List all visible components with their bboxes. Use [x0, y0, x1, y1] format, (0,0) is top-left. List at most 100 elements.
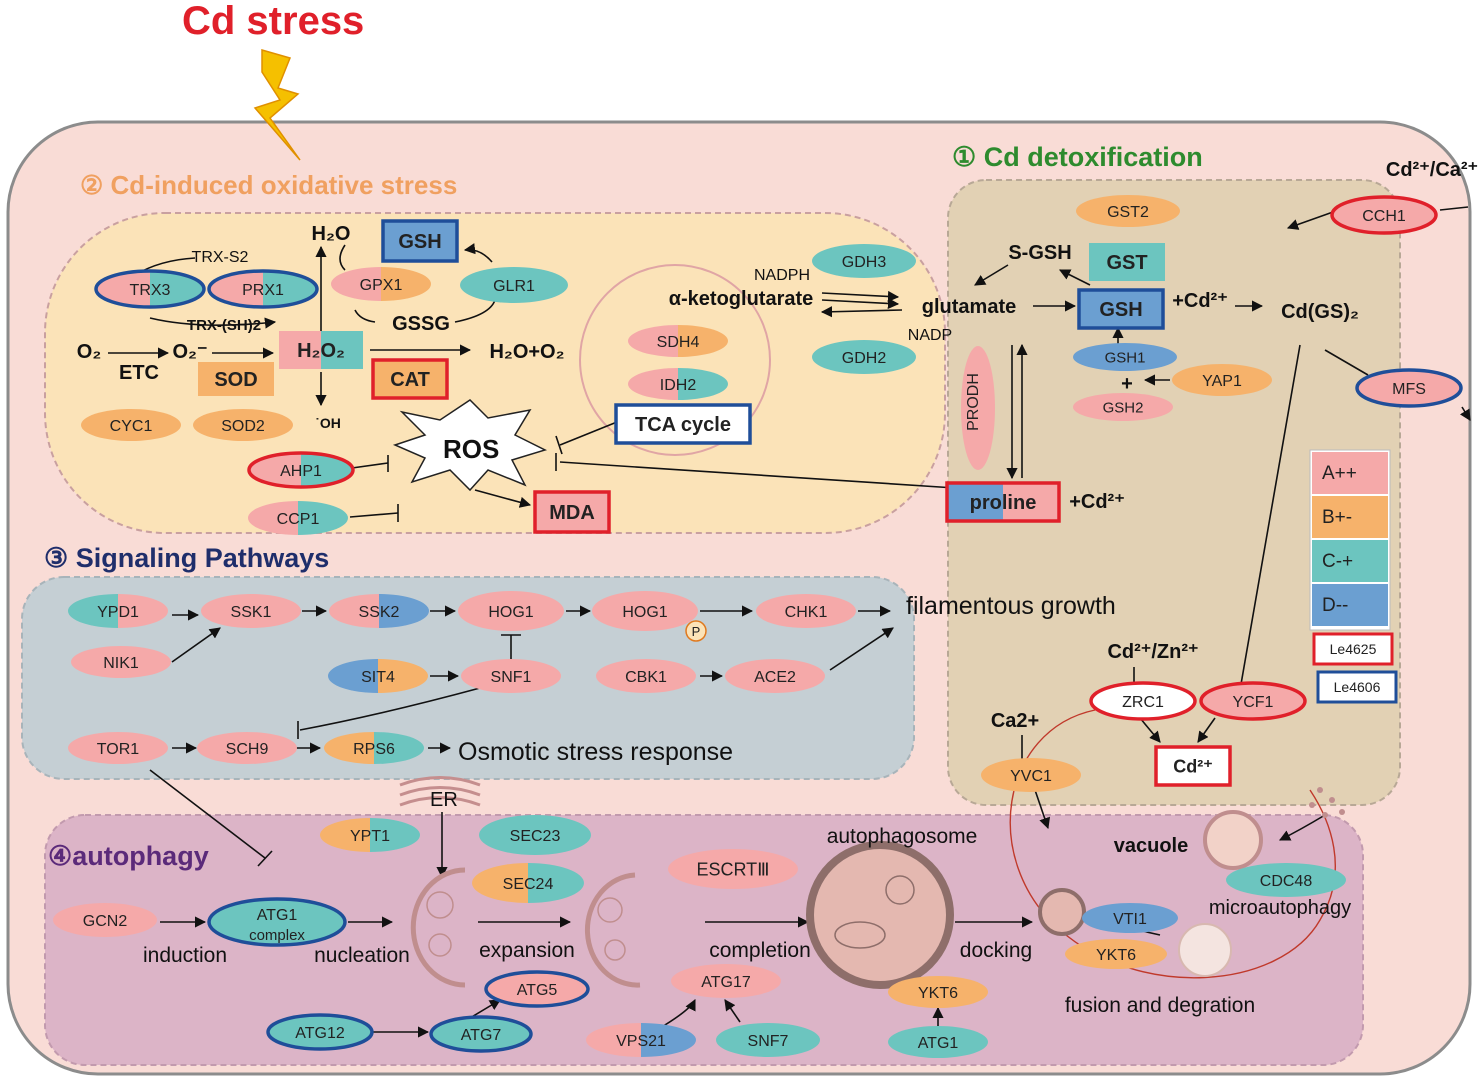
atg7-node-label: ATG7	[461, 1027, 502, 1044]
fusion-vesicle	[1178, 923, 1232, 977]
gst2-node-shape	[1076, 195, 1180, 227]
h2o2-node-label: H₂O₂	[297, 340, 345, 362]
cdgs2-label: Cd(GS)₂	[1281, 301, 1359, 323]
ypt1-node-label: YPT1	[350, 828, 390, 845]
autophagosome-mito	[834, 921, 886, 949]
vti1-node-label: VTI1	[1113, 911, 1147, 928]
glutamate-label: glutamate	[922, 296, 1016, 318]
legend-swatch-0	[1312, 452, 1388, 494]
microautophagy-label: microautophagy	[1209, 897, 1351, 919]
trx3-node-label: TRX3	[130, 282, 171, 299]
main-title: Cd stress	[182, 0, 364, 43]
gcn2-node-label: GCN2	[83, 913, 128, 930]
ypt1-node-shape	[320, 818, 420, 852]
legend-label-0: A++	[1322, 463, 1357, 484]
gsh-detox-node-shape	[1077, 288, 1165, 330]
trx-s2-label: TRX-S2	[192, 249, 249, 266]
cd-ca-label: Cd²⁺/Ca²⁺	[1386, 159, 1478, 181]
ycf1-node-label: YCF1	[1233, 694, 1274, 711]
ace2-node-label: ACE2	[754, 669, 796, 686]
h2o2-node-shape	[279, 331, 363, 369]
ahp1-node-shape	[247, 451, 355, 489]
ypd1-node-label: YPD1	[97, 604, 139, 621]
section-title-autophagy: ④autophagy	[48, 841, 209, 871]
cdc48-node-shape	[1226, 863, 1346, 897]
nik1-node-shape	[71, 646, 171, 678]
ccp1-node-shape	[248, 501, 348, 535]
section-title-signaling: ③ Signaling Pathways	[44, 543, 329, 573]
atg5-node-label: ATG5	[517, 982, 558, 999]
labels-layer: complexPRODHPTRX-S2TRX-(SH)2H₂OGSSGO₂ETC…	[77, 159, 1478, 1017]
section-title-oxidative: ② Cd-induced oxidative stress	[80, 170, 457, 200]
nik1-node-label: NIK1	[103, 655, 139, 672]
ykt6b-node-label: YKT6	[918, 985, 958, 1002]
legend-strain-box-0	[1312, 632, 1394, 666]
ros-label: ROS	[443, 434, 499, 464]
ssk2-node-label: SSK2	[359, 604, 400, 621]
ssk2-node-shape	[329, 594, 429, 628]
osmotic-label: Osmotic stress response	[458, 738, 733, 766]
er-label: ER	[430, 789, 458, 811]
oh-label: ˙OH	[315, 415, 341, 431]
atg1-node-shape	[888, 1026, 988, 1058]
autophagosome-body	[806, 841, 954, 989]
phosphate-label: P	[692, 624, 701, 639]
snf7-node-shape	[716, 1023, 820, 1057]
tca-node-label: TCA cycle	[635, 414, 731, 436]
vps21-node-shape	[586, 1023, 696, 1057]
trx-sh2-label: TRX-(SH)2	[187, 317, 261, 334]
hog1b-node-shape	[592, 591, 698, 631]
chk1-node-label: CHK1	[785, 604, 828, 621]
glr1-node-label: GLR1	[493, 278, 535, 295]
gssg-label: GSSG	[392, 313, 450, 335]
alpha-kg-label: α-ketoglutarate	[669, 288, 814, 310]
nadp-label: NADP	[908, 327, 952, 344]
completion-label: completion	[709, 939, 811, 962]
cbk1-node-label: CBK1	[625, 669, 667, 686]
trx3-node-shape	[94, 269, 206, 309]
filamentous-label: filamentous growth	[906, 592, 1116, 620]
escrt-node-label: ESCRTⅢ	[696, 859, 769, 879]
sch9-node-shape	[197, 732, 297, 764]
vti1-node-shape	[1082, 903, 1178, 933]
cch1-node-shape	[1330, 195, 1438, 235]
section-title-detox: ① Cd detoxification	[952, 142, 1203, 172]
legend-swatch-1	[1312, 496, 1388, 538]
snf1-node-shape	[461, 659, 561, 693]
sod2-node-shape	[193, 409, 293, 441]
mfs-node-shape	[1355, 368, 1463, 408]
cyc1-node-shape	[81, 409, 181, 441]
legend-label-2: C-+	[1322, 551, 1353, 572]
legend-strain-box-1	[1316, 670, 1398, 704]
atg1-complex-sub-label: complex	[249, 927, 305, 944]
ccp1-node-label: CCP1	[277, 511, 320, 528]
hog1a-node-label: HOG1	[488, 604, 533, 621]
legend-strain-label-0: Le4625	[1330, 641, 1377, 657]
gst-node-shape	[1089, 243, 1165, 281]
tca-node-shape	[614, 403, 752, 445]
sec24-node-label: SEC24	[503, 876, 554, 893]
zrc1-node-label: ZRC1	[1122, 694, 1164, 711]
snf1-node-label: SNF1	[491, 669, 532, 686]
o2minus-label: O₂⁻	[173, 341, 208, 363]
yap1-node-label: YAP1	[1202, 373, 1242, 390]
atg1-complex-node-label: ATG1	[257, 907, 298, 924]
ace2-node-shape	[725, 659, 825, 693]
mito-4	[604, 939, 626, 961]
cat-node-shape	[371, 358, 449, 400]
vps21-node-label: VPS21	[616, 1033, 666, 1050]
connectors	[108, 206, 1471, 1038]
atg7-node-shape	[429, 1015, 533, 1053]
autophagosome-label: autophagosome	[827, 825, 978, 848]
idh2-node-shape	[628, 368, 728, 400]
cch1-node-label: CCH1	[1362, 208, 1406, 225]
gpx1-node-shape	[331, 267, 431, 301]
cd-zn-label: Cd²⁺/Zn²⁺	[1107, 641, 1198, 663]
ykt6a-node-shape	[1065, 939, 1167, 969]
h2o-top-label: H₂O	[312, 223, 351, 245]
nucleation-label: nucleation	[314, 944, 410, 967]
gst2-node-label: GST2	[1107, 204, 1149, 221]
